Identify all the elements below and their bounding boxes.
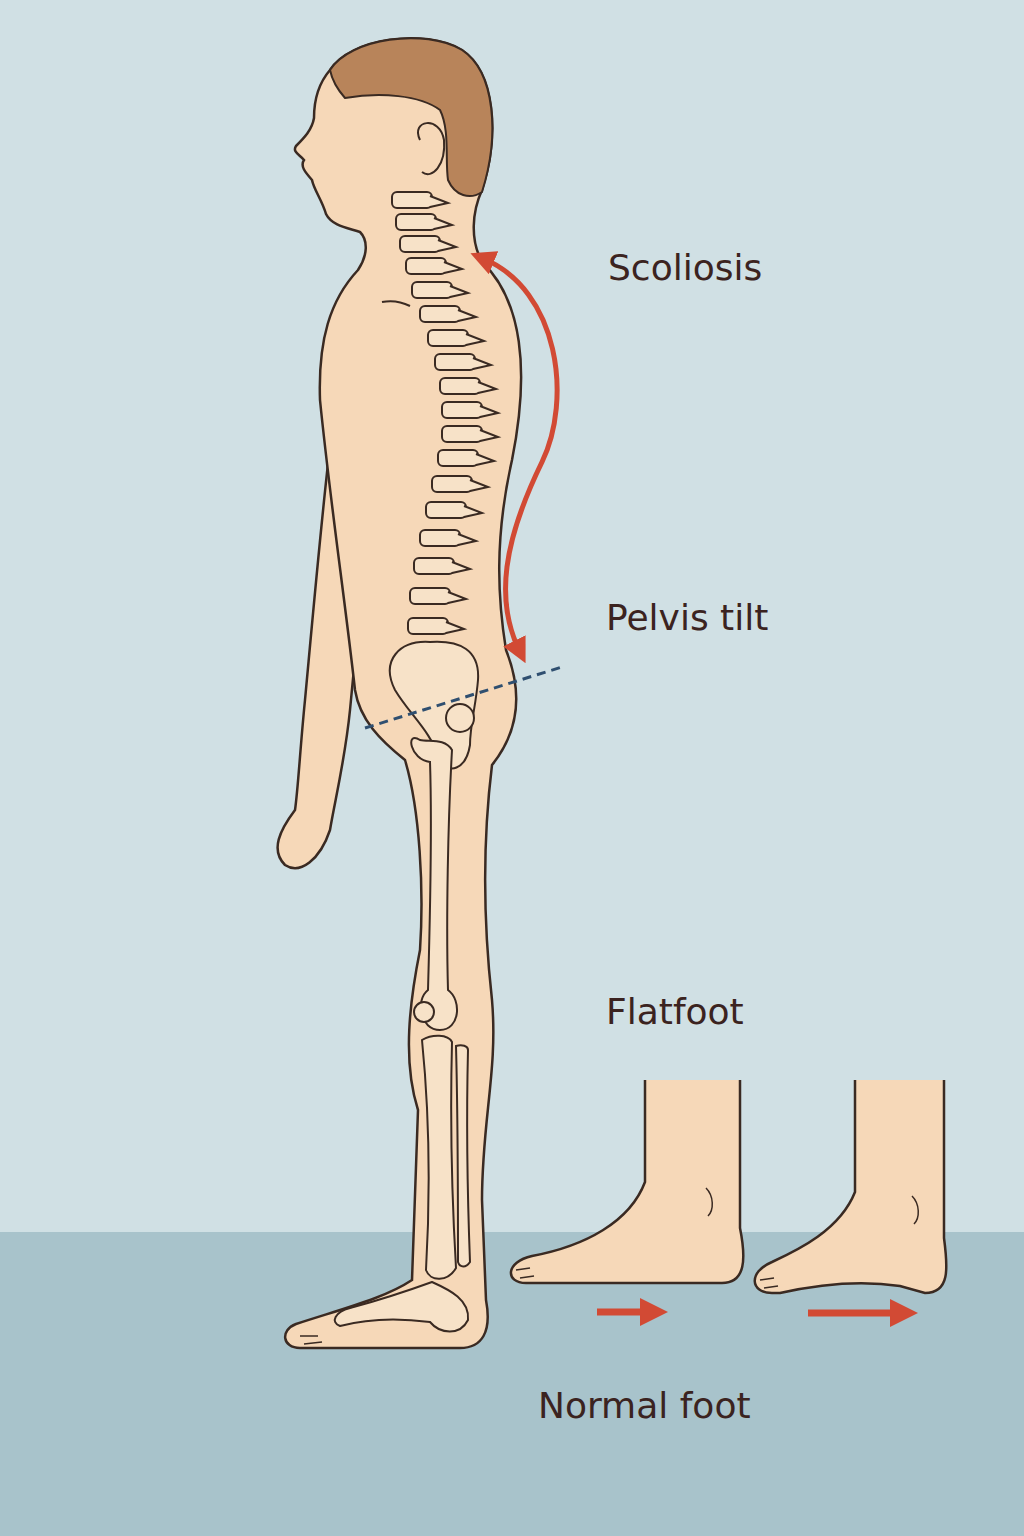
femur xyxy=(411,738,457,1030)
body-outline xyxy=(285,38,521,1348)
tibia xyxy=(422,1036,456,1279)
foot-arrow xyxy=(597,1309,646,1316)
part-label: Pelvis tilt xyxy=(606,596,768,639)
ankle-mark xyxy=(912,1196,918,1224)
hip-joint xyxy=(446,704,474,732)
toes xyxy=(300,1336,322,1344)
ear xyxy=(418,123,444,174)
part-label: Flatfoot xyxy=(606,990,744,1033)
foot-arrow-head xyxy=(640,1298,668,1326)
kneecap xyxy=(414,1002,434,1022)
wall-ground xyxy=(0,0,1024,1232)
normal-foot xyxy=(755,1080,947,1293)
foot-arrow-head xyxy=(890,1299,918,1327)
hair xyxy=(330,38,492,196)
fibula xyxy=(456,1045,470,1266)
curve-arrow xyxy=(482,258,557,652)
ankle-mark xyxy=(706,1188,712,1216)
part-label: Normal foot xyxy=(538,1384,751,1427)
foot-bones xyxy=(335,1282,468,1332)
part-label: Scoliosis xyxy=(608,246,762,289)
tilt-line xyxy=(365,667,562,728)
toes xyxy=(760,1278,778,1288)
toes xyxy=(516,1268,534,1278)
collarbone xyxy=(382,301,410,306)
foot-arrow xyxy=(808,1310,896,1317)
flatfoot xyxy=(511,1080,743,1283)
